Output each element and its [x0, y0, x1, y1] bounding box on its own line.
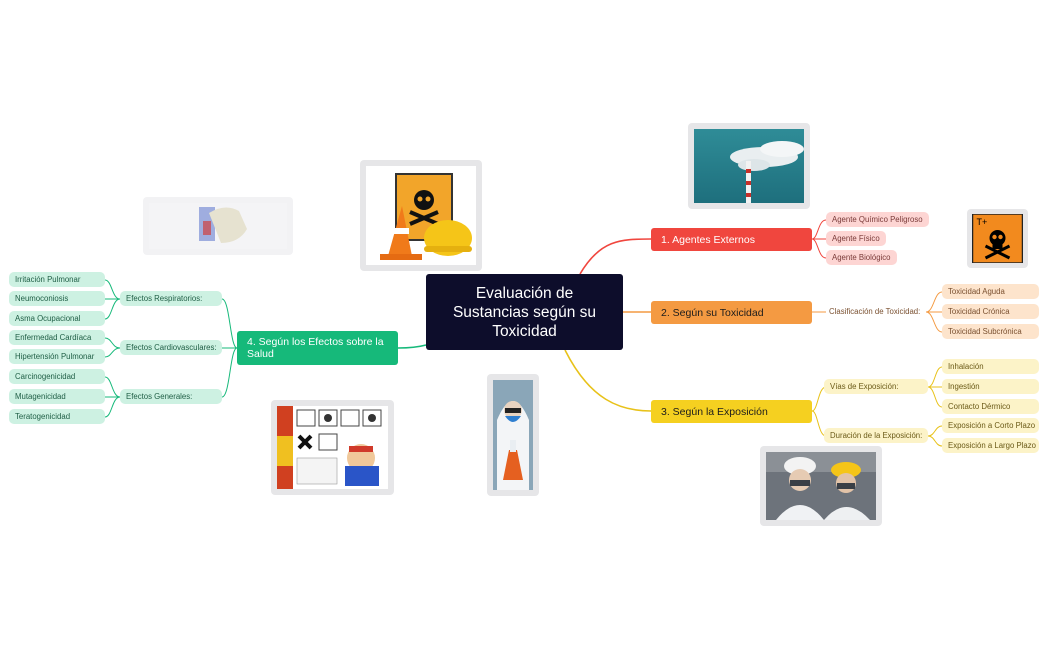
topic-teratogenicidad[interactable]: Teratogenicidad	[9, 409, 105, 424]
topic-hipertension-pulmonar[interactable]: Hipertensión Pulmonar	[9, 349, 105, 364]
branch-efectos-salud[interactable]: 4. Según los Efectos sobre la Salud	[237, 331, 398, 365]
topic-ingestion[interactable]: Ingestión	[942, 379, 1039, 394]
branch-segun-exposicion[interactable]: 3. Según la Exposición	[651, 400, 812, 423]
topic-neumoconiosis[interactable]: Neumoconiosis	[9, 291, 105, 306]
topic-agente-fisico[interactable]: Agente Físico	[826, 231, 886, 246]
topic-clasificacion-toxicidad[interactable]: Clasificación de Toxicidad:	[829, 307, 921, 316]
safety-gear-image	[360, 160, 482, 271]
topic-toxicidad-subcronica[interactable]: Toxicidad Subcrónica	[942, 324, 1039, 339]
topic-toxicidad-aguda[interactable]: Toxicidad Aguda	[942, 284, 1039, 299]
toxic-skull-icon: T+	[967, 209, 1028, 268]
central-topic[interactable]: Evaluación de Sustancias según su Toxici…	[426, 274, 623, 350]
topic-mutagenicidad[interactable]: Mutagenicidad	[9, 389, 105, 404]
topic-agente-biologico[interactable]: Agente Biológico	[826, 250, 897, 265]
topic-irritacion-pulmonar[interactable]: Irritación Pulmonar	[9, 272, 105, 287]
branch-agentes-externos[interactable]: 1. Agentes Externos	[651, 228, 812, 251]
topic-inhalacion[interactable]: Inhalación	[942, 359, 1039, 374]
topic-carcinogenicidad[interactable]: Carcinogenicidad	[9, 369, 105, 384]
topic-duracion-exposicion[interactable]: Duración de la Exposición:	[824, 428, 928, 443]
topic-agente-quimico[interactable]: Agente Químico Peligroso	[826, 212, 929, 227]
topic-exposicion-corto-plazo[interactable]: Exposición a Corto Plazo	[942, 418, 1039, 433]
workers-image	[760, 446, 882, 526]
topic-efectos-generales[interactable]: Efectos Generales:	[120, 389, 222, 404]
topic-efectos-respiratorios[interactable]: Efectos Respiratorios:	[120, 291, 222, 306]
glove-image	[143, 197, 293, 255]
smokestack-image	[688, 123, 810, 209]
branch-segun-toxicidad[interactable]: 2. Según su Toxicidad	[651, 301, 812, 324]
toxic-symbol-text: T+	[977, 217, 988, 227]
topic-toxicidad-cronica[interactable]: Toxicidad Crónica	[942, 304, 1039, 319]
topic-efectos-cardiovasculares[interactable]: Efectos Cardiovasculares:	[120, 340, 222, 355]
topic-contacto-dermico[interactable]: Contacto Dérmico	[942, 399, 1039, 414]
scientist-image	[487, 374, 539, 496]
hazard-signs-image	[271, 400, 394, 495]
topic-vias-exposicion[interactable]: Vías de Exposición:	[824, 379, 928, 394]
topic-enfermedad-cardiaca[interactable]: Enfermedad Cardíaca	[9, 330, 105, 345]
topic-exposicion-largo-plazo[interactable]: Exposición a Largo Plazo	[942, 438, 1039, 453]
topic-asma-ocupacional[interactable]: Asma Ocupacional	[9, 311, 105, 326]
